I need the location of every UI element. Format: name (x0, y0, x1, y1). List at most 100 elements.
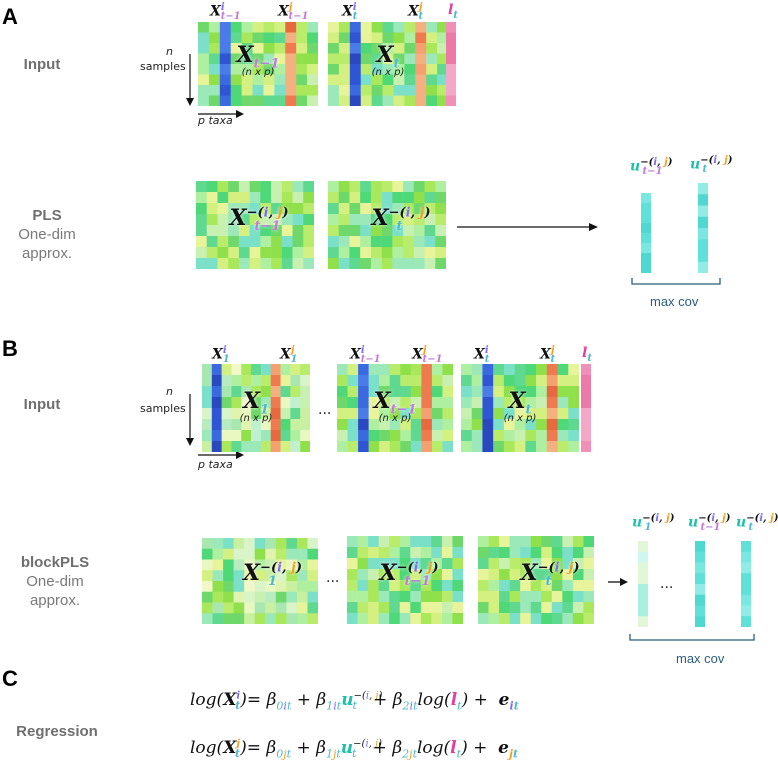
matrix-cell (281, 247, 293, 259)
matrix-cell (208, 32, 221, 44)
matrix-cell (389, 430, 401, 442)
matrix-cell (415, 32, 427, 44)
matrix-cell (403, 258, 415, 269)
matrix-cell (413, 247, 425, 259)
matrix-cell (503, 375, 515, 387)
matrix-cell (221, 441, 232, 452)
matrix-cell (285, 95, 297, 106)
matrix-cell (228, 247, 240, 259)
matrix-cell (307, 95, 318, 106)
matrix-cell (393, 22, 405, 33)
matrix-cell (525, 408, 537, 420)
matrix-cell (403, 236, 415, 248)
matrix-cell (303, 247, 314, 259)
matrix-cell (337, 441, 348, 452)
vector-cell (695, 551, 705, 563)
matrix-cell (399, 580, 411, 592)
matrix-cell (260, 214, 272, 226)
matrix-cell (431, 569, 443, 581)
matrix-cell (338, 95, 351, 106)
matrix-cell (254, 570, 266, 582)
vector-cell (741, 594, 751, 606)
matrix-cell (292, 225, 304, 237)
matrix-cell (478, 547, 489, 559)
matrix-cell (260, 236, 272, 248)
matrix-cell (509, 547, 521, 559)
matrix-cell (562, 613, 574, 624)
matrix-cell (568, 397, 579, 409)
matrix-cell (370, 225, 382, 237)
matrix-cell (347, 397, 359, 409)
matrix-cell (381, 214, 393, 226)
matrix-cell (403, 192, 415, 204)
matrix-cell (499, 591, 510, 603)
matrix-cell (286, 591, 298, 603)
matrix-cell (281, 214, 293, 226)
matrix-cell (208, 74, 221, 86)
vector-cell (638, 541, 648, 553)
matrix-cell (461, 364, 473, 376)
matrix-cell (303, 192, 314, 204)
vector-cell (741, 551, 751, 563)
matrix-cell (389, 547, 401, 559)
matrix-cell (349, 64, 362, 75)
matrix-cell (296, 538, 308, 550)
matrix-cell (493, 397, 505, 409)
matrix-cell (263, 85, 275, 96)
matrix-cell (231, 364, 242, 376)
matrix-cell (413, 225, 425, 237)
matrix-cell (338, 53, 351, 65)
matrix-cell (260, 408, 272, 420)
samples-arrow-a (186, 54, 194, 106)
matrix-cell (198, 22, 210, 33)
matrix-cell (503, 364, 515, 376)
matrix-cell (349, 22, 362, 33)
matrix-cell (413, 203, 425, 215)
matrix-cell (251, 386, 262, 398)
matrix-cell (217, 225, 229, 237)
matrix-cell (389, 569, 401, 581)
matrix-cell (488, 536, 500, 548)
tag-xj-t-1-a: Xjt−1 (278, 2, 309, 23)
matrix-cell (520, 536, 532, 548)
matrix-cell (211, 397, 222, 409)
matrix-cell (368, 364, 380, 376)
matrix-cell (382, 22, 394, 33)
matrix-cell (328, 192, 340, 204)
matrix-cell (546, 441, 558, 452)
matrix-cell (478, 613, 489, 624)
matrix-cell (271, 192, 283, 204)
matrix-cell (307, 32, 318, 44)
n-label-b: n (166, 385, 173, 398)
vector-cell (698, 194, 708, 206)
matrix-cell (583, 547, 594, 559)
matrix-cell (381, 225, 393, 237)
matrix-cell (424, 192, 436, 204)
matrix-cell (208, 43, 221, 54)
matrix-x-1-b (202, 364, 310, 452)
matrix-cell (437, 43, 448, 54)
matrix-cell (251, 364, 262, 376)
matrix-cell (421, 430, 433, 442)
n-label-a: n (166, 45, 173, 58)
ellipsis-pls-b: ... (326, 570, 340, 586)
matrix-cell (389, 364, 401, 376)
matrix-cell (382, 53, 394, 65)
matrix-cell (541, 547, 553, 559)
matrix-cell (280, 408, 291, 420)
matrix-cell (557, 441, 569, 452)
tag-u-t-1-b: u−(i, j)t−1 (688, 513, 731, 534)
matrix-cell (403, 225, 415, 237)
matrix-cell (202, 364, 213, 376)
matrix-cell (410, 547, 422, 559)
matrix-cell (241, 74, 253, 86)
matrix-cell (503, 397, 515, 409)
matrix-cell (347, 386, 359, 398)
matrix-cell (290, 364, 301, 376)
matrix-cell (562, 558, 574, 570)
matrix-cell (413, 258, 425, 269)
vector-cell (741, 573, 751, 585)
matrix-cell (392, 236, 404, 248)
matrix-cell (415, 64, 427, 75)
matrix-cell (493, 386, 505, 398)
